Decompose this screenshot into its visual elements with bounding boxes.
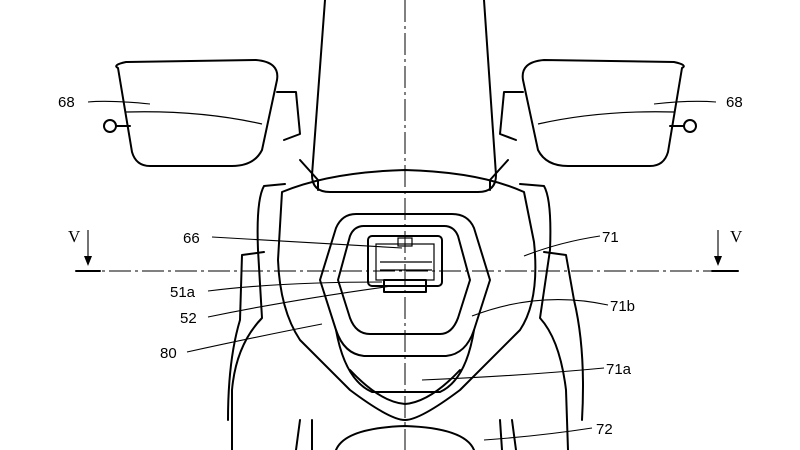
front-fender (335, 425, 475, 450)
label-lamp: 66 (183, 230, 200, 247)
leader-68-right (653, 100, 717, 105)
leader-71b (471, 299, 609, 317)
leader-72 (483, 427, 593, 441)
fairing-side-right (543, 251, 584, 421)
leader-71a (421, 367, 605, 381)
leader-71 (523, 235, 601, 257)
fork-left (295, 419, 313, 450)
leader-51a (207, 281, 383, 292)
label-side-panel: 80 (160, 345, 177, 362)
label-lamp-unit: 52 (180, 310, 197, 327)
lamp-housing-inner (337, 225, 471, 335)
section-mark-left: V (68, 227, 81, 246)
label-lamp-edge: 51a (170, 284, 196, 301)
label-mirror-right: 68 (726, 94, 743, 111)
lower-cover (335, 329, 475, 393)
leader-66 (211, 236, 403, 249)
front-cover (277, 169, 537, 421)
left-mirror (103, 59, 301, 167)
leader-68-left (87, 100, 151, 105)
fairing-side-left (227, 251, 265, 421)
right-mirror (499, 59, 697, 167)
label-mirror-left: 68 (58, 94, 75, 111)
label-front-cover: 71 (602, 229, 619, 246)
leader-52 (207, 285, 393, 318)
outer-fairing-right (519, 183, 569, 450)
label-fender: 72 (596, 421, 613, 438)
label-cover-rim: 71b (610, 298, 635, 315)
label-cover-lower: 71a (606, 361, 632, 378)
leader-80 (186, 323, 323, 353)
section-marker-right: V (711, 227, 743, 272)
fork-right (499, 419, 517, 450)
windscreen (311, 0, 497, 193)
lamp-housing-outer (319, 213, 491, 357)
outer-fairing-left (231, 183, 286, 450)
section-marker-left: V (68, 227, 101, 272)
section-mark-right: V (730, 227, 743, 246)
